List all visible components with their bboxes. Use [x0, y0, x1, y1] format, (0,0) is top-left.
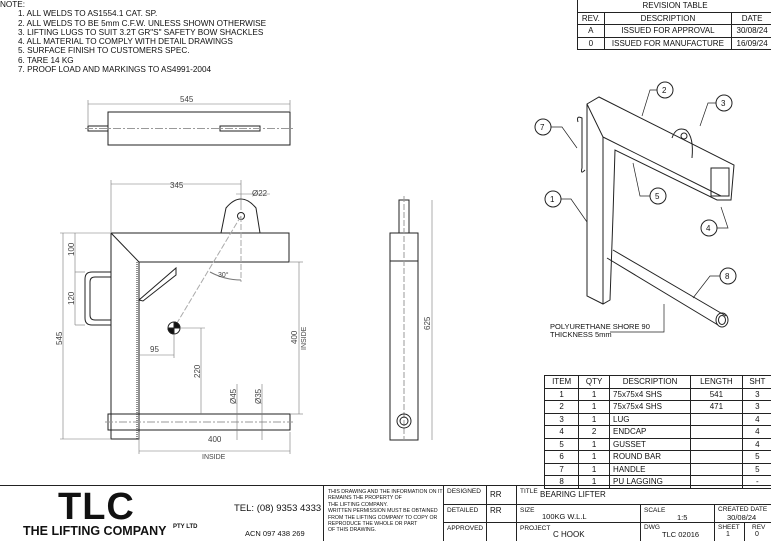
side-view: 625 — [390, 196, 432, 440]
dim-d35: Ø35 — [254, 388, 263, 404]
rev-label: REV — [752, 524, 765, 531]
size-label: SIZE — [520, 507, 534, 514]
detailed-label: DETAILED — [447, 507, 478, 514]
sheet-value: 1 — [726, 531, 730, 538]
dim-120: 120 — [67, 291, 76, 305]
dim-545: 545 — [55, 331, 64, 345]
created-value: 30/08/24 — [727, 513, 756, 522]
company-name: THE LIFTING COMPANY — [23, 524, 167, 538]
designed-value: RR — [490, 490, 502, 499]
designed-label: DESIGNED — [447, 488, 481, 495]
dim-625: 625 — [423, 316, 432, 330]
size-value: 100KG W.L.L — [542, 512, 587, 521]
balloon-7: 7 — [540, 123, 545, 132]
dim-inside-h: INSIDE — [202, 454, 226, 461]
scale-label: SCALE — [644, 507, 665, 514]
scale-value: 1:5 — [677, 513, 687, 522]
project-label: PROJECT — [520, 525, 550, 532]
title-label: TITLE — [520, 488, 538, 495]
company-pty: PTY LTD — [173, 524, 197, 530]
dim-400h: 400 — [208, 435, 222, 444]
detailed-value: RR — [490, 506, 502, 515]
rev-value: 0 — [755, 531, 759, 538]
balloon-5: 5 — [655, 192, 660, 201]
dim-220: 220 — [193, 364, 202, 378]
iso-note-line-2: THICKNESS 5mm — [550, 330, 612, 339]
item-balloons: 1 2 3 4 5 7 8 POLYURETHANE SHORE 90 THIC… — [535, 82, 736, 339]
dim-345: 345 — [170, 181, 184, 190]
telephone: TEL: (08) 9353 4333 — [234, 503, 321, 514]
dim-inside-v: INSIDE — [301, 326, 308, 350]
top-view: 545 — [85, 95, 295, 145]
balloon-1: 1 — [550, 195, 555, 204]
dwg-number: TLC 02016 — [662, 530, 699, 539]
drawing-title: BEARING LIFTER — [540, 490, 606, 499]
dim-400v: 400 — [290, 330, 299, 344]
company-logo: TLC — [58, 486, 135, 529]
dim-d45: Ø45 — [229, 388, 238, 404]
isometric-view — [578, 97, 735, 327]
acn: ACN 097 438 269 — [245, 529, 305, 538]
balloon-8: 8 — [725, 272, 730, 281]
dim-100: 100 — [67, 242, 76, 256]
created-label: CREATED DATE — [718, 506, 767, 513]
project-value: C HOOK — [553, 530, 585, 539]
disclaimer-line: WRITTEN PERMISSION MUST BE OBTAINED — [328, 508, 443, 514]
balloon-4: 4 — [706, 224, 711, 233]
dwg-label: DWG — [644, 524, 660, 531]
sheet-label: SHEET — [718, 524, 740, 531]
drawing-views: 545 345 Ø22 30° 95 400 INSIDE 100 120 54… — [0, 0, 771, 485]
balloon-2: 2 — [662, 86, 667, 95]
dim-95: 95 — [150, 345, 159, 354]
approved-label: APPROVED — [447, 525, 483, 532]
balloon-3: 3 — [721, 99, 726, 108]
dim-hole: Ø22 — [252, 189, 268, 198]
dim-angle: 30° — [218, 271, 229, 279]
dim-top-width: 545 — [180, 95, 194, 104]
front-view: 345 Ø22 30° 95 400 INSIDE 100 120 545 22… — [55, 180, 308, 461]
title-block: TLC THE LIFTING COMPANY PTY LTD TEL: (08… — [0, 485, 771, 540]
disclaimer-line: OF THIS DRAWING. — [328, 527, 443, 533]
